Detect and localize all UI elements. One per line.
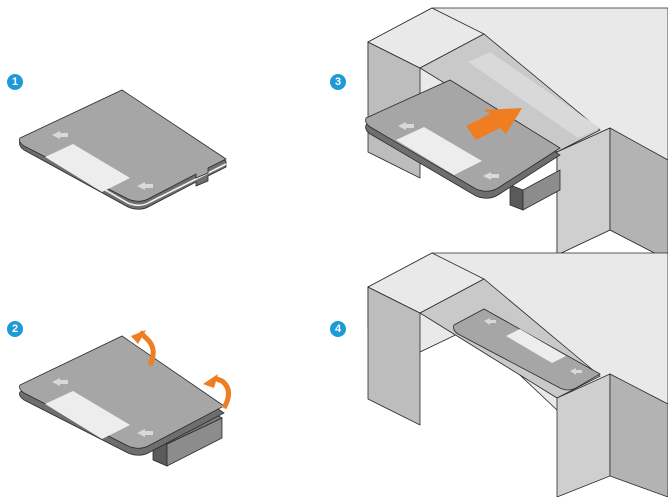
push-arrow-icon — [137, 429, 153, 437]
fold-arrow-icon — [203, 374, 231, 410]
step-3-badge: 3 — [330, 74, 346, 90]
push-arrow-icon — [484, 318, 496, 325]
push-arrow-icon — [52, 378, 68, 386]
card-label — [506, 329, 566, 363]
step-2-badge: 2 — [7, 321, 23, 337]
card-label — [45, 144, 130, 192]
step-2-card — [19, 330, 231, 467]
push-arrow-icon — [570, 368, 582, 375]
step-4-badge: 4 — [330, 321, 346, 337]
card-label — [45, 391, 130, 439]
push-arrow-icon — [483, 172, 499, 180]
insert-arrow-icon — [466, 108, 522, 140]
push-arrow-icon — [398, 122, 414, 130]
fold-arrow-icon — [131, 330, 156, 367]
step-4-chassis — [367, 252, 668, 497]
step-3-chassis — [365, 7, 668, 261]
push-arrow-icon — [52, 131, 68, 139]
push-arrow-icon — [137, 182, 153, 190]
card-label — [396, 127, 482, 175]
step-1-badge: 1 — [7, 74, 23, 90]
step-1-card — [19, 89, 227, 210]
